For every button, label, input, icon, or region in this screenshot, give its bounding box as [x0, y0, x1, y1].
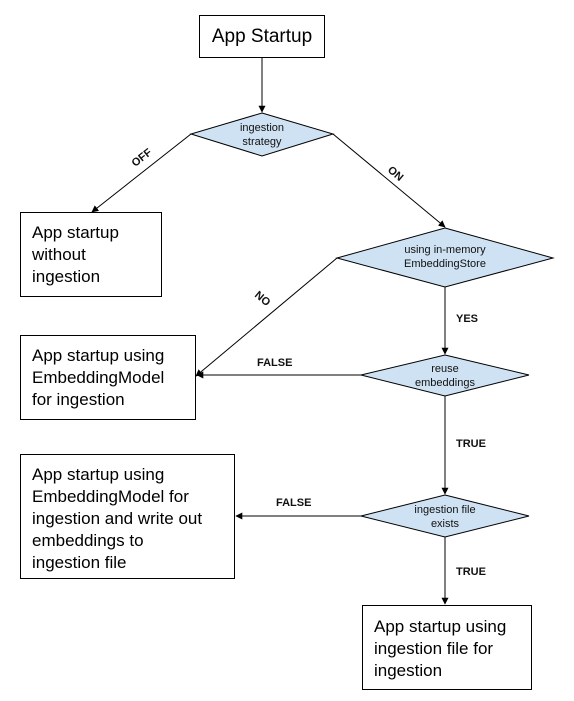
edge-label-yes: YES	[456, 313, 479, 325]
use-file-line-1: App startup using	[374, 617, 507, 636]
edge-label-true-2: TRUE	[456, 566, 486, 578]
edge-label-false-2: FALSE	[276, 497, 312, 509]
write-file-line-1: App startup using	[32, 465, 165, 484]
no-ingestion-box: App startup without ingestion	[20, 212, 162, 297]
use-file-line-3: ingestion	[374, 661, 443, 680]
embedding-model-line-2: EmbeddingModel	[32, 368, 165, 387]
no-ingestion-line-3: ingestion	[32, 267, 101, 286]
file-exists-label: ingestion file exists	[414, 504, 476, 530]
no-ingestion-line-2: without	[32, 245, 86, 264]
edge-no	[195, 257, 338, 377]
write-file-line-5: ingestion file	[32, 553, 127, 572]
write-file-line-3: ingestion and write out	[32, 509, 203, 528]
in-memory-label: using in-memory EmbeddingStore	[404, 244, 486, 270]
edge-label-true-1: TRUE	[456, 438, 486, 450]
embedding-model-box: App startup using EmbeddingModel for ing…	[20, 335, 196, 420]
embedding-model-line-1: App startup using	[32, 346, 165, 365]
ingestion-strategy-label: ingestion strategy	[239, 122, 285, 148]
edge-label-false-1: FALSE	[257, 357, 293, 369]
app-startup-box: App Startup	[199, 15, 325, 58]
write-file-line-2: EmbeddingModel for	[32, 487, 189, 506]
reuse-embeddings-label: reuse embeddings	[415, 363, 475, 389]
edge-on	[332, 133, 446, 228]
app-startup-label: App Startup	[211, 26, 313, 47]
write-file-line-4: embeddings to	[32, 531, 144, 550]
edge-off	[91, 133, 192, 213]
ingestion-strategy-diamond	[189, 112, 335, 157]
use-file-box: App startup using ingestion file for ing…	[362, 605, 532, 690]
use-file-line-2: ingestion file for	[374, 639, 494, 658]
write-file-box: App startup using EmbeddingModel for ing…	[20, 454, 235, 579]
no-ingestion-line-1: App startup	[32, 223, 119, 242]
embedding-model-line-3: for ingestion	[32, 390, 125, 409]
